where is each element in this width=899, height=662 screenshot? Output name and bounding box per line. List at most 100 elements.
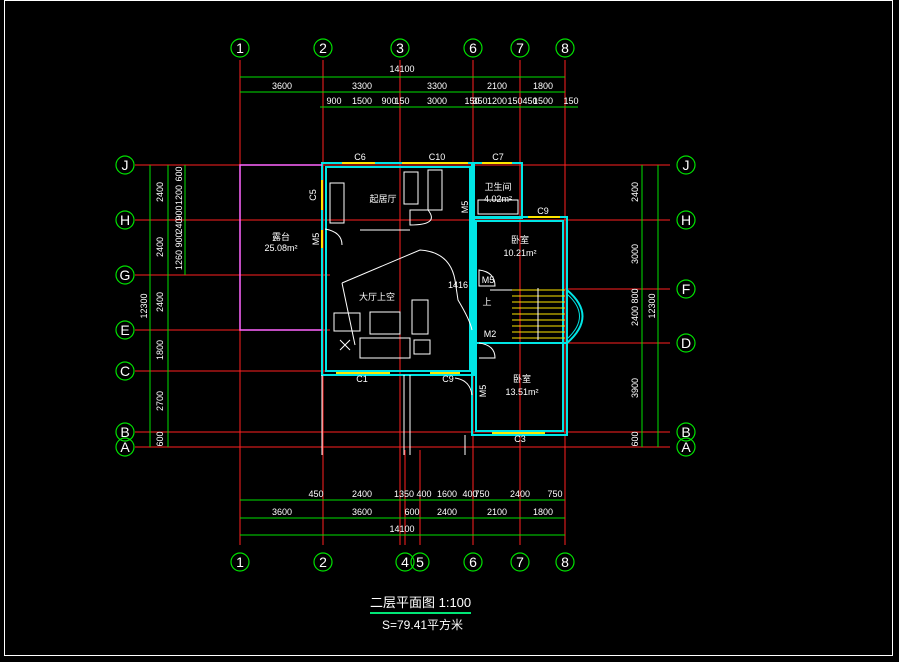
axis-top-3: 3 — [390, 38, 410, 58]
dim-top-total: 14100 — [389, 64, 414, 74]
axis-bottom-1-label: 1 — [236, 554, 244, 570]
axis-top-3-label: 3 — [396, 40, 404, 56]
dim-bottom-row1: 2400 — [510, 489, 530, 499]
dim-bottom-row1: 1350 — [394, 489, 414, 499]
dim-bottom-row1: 400 — [462, 489, 477, 499]
dim-left-total: 12300 — [139, 293, 149, 318]
dim-top-row2: 350 — [472, 96, 487, 106]
axis-top-2-label: 2 — [319, 40, 327, 56]
window-label: C1 — [356, 374, 368, 384]
window-label: C5 — [308, 189, 318, 201]
drawing-title: 二层平面图 1:100 — [370, 592, 472, 614]
bedroom2-area: 13.51m² — [505, 387, 538, 397]
dim-bottom-row1: 400 — [416, 489, 431, 499]
bedroom2-name: 卧室 — [513, 373, 531, 384]
dimension-lines — [149, 76, 659, 536]
axis-left-H-label: H — [120, 212, 130, 228]
dim-bottom-row2: 2400 — [437, 507, 457, 517]
axis-right-D: D — [676, 333, 696, 353]
axis-bottom-5: 5 — [410, 552, 430, 572]
axis-left-C: C — [115, 361, 135, 381]
dim-bottom-row2: 2100 — [487, 507, 507, 517]
dim-left-row2: 240 — [174, 218, 184, 233]
axis-bottom-1: 1 — [230, 552, 250, 572]
window-label: C9 — [442, 374, 454, 384]
door-label: M5 — [478, 385, 488, 398]
axis-top-1-label: 1 — [236, 40, 244, 56]
dim-top-row1: 3300 — [427, 81, 447, 91]
dim-top-row2: 1500 — [533, 96, 553, 106]
axis-top-6: 6 — [463, 38, 483, 58]
axis-left-G-label: G — [120, 267, 131, 283]
dim-top-row2: 150 — [464, 96, 479, 106]
walls — [321, 162, 568, 436]
dim-top-row2: 1500 — [352, 96, 372, 106]
dim-right-row1: 600 — [630, 431, 640, 446]
dim-top-row2: 150 — [507, 96, 522, 106]
dim-left-row1: 2700 — [155, 391, 165, 411]
door-label: M2 — [484, 329, 497, 339]
dim-bottom-row1: 750 — [547, 489, 562, 499]
axis-bottom-6: 6 — [463, 552, 483, 572]
axis-left-B: B — [115, 422, 135, 442]
stair-up-label: 上 — [482, 297, 491, 307]
dim-bottom-row2: 3600 — [352, 507, 372, 517]
dim-bottom-row2: 600 — [404, 507, 419, 517]
furniture — [321, 169, 584, 455]
dim-left-row2: 900 — [174, 232, 184, 247]
dim-left-row2: 900 — [174, 205, 184, 220]
axis-bottom-8: 8 — [555, 552, 575, 572]
axis-right-J-label: J — [683, 157, 690, 173]
axis-right-D-label: D — [681, 335, 691, 351]
dim-left-row2: 600 — [174, 166, 184, 181]
axis-bottom-7-label: 7 — [516, 554, 524, 570]
dim-bottom-total: 14100 — [389, 524, 414, 534]
dim-top-row2: 150 — [394, 96, 409, 106]
window-label: C6 — [354, 152, 366, 162]
axis-right-A-label: A — [681, 439, 691, 455]
axis-right-F-label: F — [682, 281, 691, 297]
dim-top-row1: 3600 — [272, 81, 292, 91]
axis-bottom-2-label: 2 — [319, 554, 327, 570]
dim-top-row2: 900 — [381, 96, 396, 106]
door-label: M5 — [311, 233, 321, 246]
axis-right-H-label: H — [681, 212, 691, 228]
stair-dim-label: 1416 — [448, 280, 468, 290]
floor-area: S=79.41平方米 — [382, 618, 464, 632]
axis-top-6-label: 6 — [469, 40, 477, 56]
dim-left-row1: 2400 — [155, 182, 165, 202]
dim-left-row1: 2400 — [155, 292, 165, 312]
axis-right-B-label: B — [681, 424, 690, 440]
dim-top-row1: 3300 — [352, 81, 372, 91]
axis-top-8: 8 — [555, 38, 575, 58]
door-label: M5 — [460, 201, 470, 214]
drawing-border — [4, 0, 893, 656]
axis-right-J: J — [676, 155, 696, 175]
window-label: C7 — [492, 152, 504, 162]
axis-left-G: G — [115, 265, 135, 285]
dim-bottom-row1: 750 — [474, 489, 489, 499]
dim-top-row2: 1200 — [487, 96, 507, 106]
dim-top-row2: 900 — [326, 96, 341, 106]
window-label: C9 — [537, 206, 549, 216]
axis-right-B: B — [676, 422, 696, 442]
axis-bottom-4-label: 4 — [401, 554, 409, 570]
door-label: M5 — [482, 275, 495, 285]
dim-left-row1: 2400 — [155, 237, 165, 257]
dim-bottom-row1: 1600 — [437, 489, 457, 499]
dim-left-row1: 1800 — [155, 340, 165, 360]
dim-right-row1: 2400 — [630, 182, 640, 202]
dim-top-row1: 2100 — [487, 81, 507, 91]
bathroom-name: 卫生间 — [484, 181, 511, 192]
axis-bottom-2: 2 — [313, 552, 333, 572]
dim-right-row1: 2400 — [630, 306, 640, 326]
balcony-area: 25.08m² — [264, 243, 297, 253]
axis-grid — [135, 60, 670, 545]
dim-right-row1: 3900 — [630, 378, 640, 398]
dim-bottom-row1: 2400 — [352, 489, 372, 499]
window-label: C10 — [429, 152, 446, 162]
